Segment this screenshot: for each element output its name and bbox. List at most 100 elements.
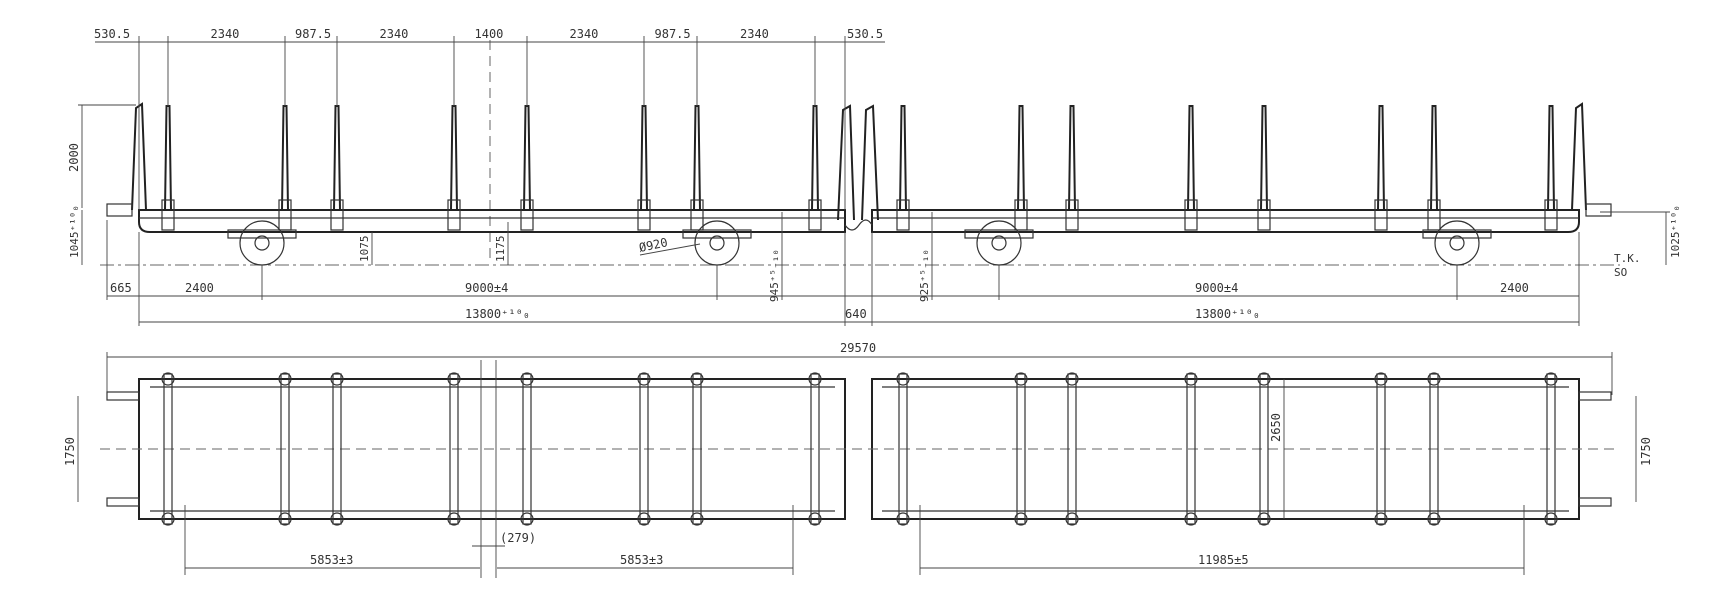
cross-member (1016, 373, 1026, 525)
stake (450, 105, 458, 211)
stake-pocket (896, 199, 910, 231)
cross-member (639, 373, 649, 525)
stake (811, 105, 819, 211)
buffer-left-top (106, 391, 140, 401)
bogie-frame (682, 229, 752, 239)
cross-member (1186, 373, 1196, 525)
stake (693, 105, 701, 211)
coupling (844, 219, 873, 231)
dim-label-1175: 1175 (494, 236, 507, 263)
stake-base-top (637, 372, 651, 386)
top-dim-label: 530.5 (94, 27, 130, 41)
dim-label-5853-left: 5853±3 (310, 553, 353, 567)
right-buffer (1585, 203, 1612, 217)
stake-base-top (520, 372, 534, 386)
stake-pocket (520, 199, 534, 231)
dim-label-2400-right: 2400 (1500, 281, 1529, 295)
dim-label-665: 665 (110, 281, 132, 295)
stake-pocket (1014, 199, 1028, 231)
right-car-frame (871, 209, 1580, 233)
stake-base-top (690, 372, 704, 386)
dim-label-1025: 1025⁺¹⁰₀ (1669, 205, 1682, 258)
wheel (1434, 220, 1480, 266)
dim-label-2400-left: 2400 (185, 281, 214, 295)
right-end-wall (1571, 102, 1587, 211)
wheel (976, 220, 1022, 266)
cross-member (810, 373, 820, 525)
wheel (239, 220, 285, 266)
stake (1547, 105, 1555, 211)
cross-member (1429, 373, 1439, 525)
axle-box (709, 235, 725, 251)
dim-label-13800-left: 13800⁺¹⁰₀ (465, 307, 530, 321)
stake (1187, 105, 1195, 211)
stake-base-top (330, 372, 344, 386)
buffer-right-top (1578, 391, 1612, 401)
stake-pocket (1374, 199, 1388, 231)
stake-base-bottom (896, 512, 910, 526)
dim-label-945: 945⁺⁵₋₁₀ (768, 249, 781, 302)
stake-base-top (1065, 372, 1079, 386)
stake (1068, 105, 1076, 211)
dim-label-5853-right: 5853±3 (620, 553, 663, 567)
stake (1017, 105, 1025, 211)
cross-member (163, 373, 173, 525)
cross-member (1067, 373, 1077, 525)
cross-member (1259, 373, 1269, 525)
buffer-left-bottom (106, 497, 140, 507)
dim-label-279: (279) (500, 531, 536, 545)
stake-base-top (447, 372, 461, 386)
stake-base-top (278, 372, 292, 386)
stake (281, 105, 289, 211)
plan-view: 29570 1750 1750 2650 5853±3 (279) 5853±3 (63, 341, 1653, 578)
dim-label-925: 925⁺⁵₋₁₀ (918, 249, 931, 302)
top-dim-label: 530.5 (847, 27, 883, 41)
stake-pocket (447, 199, 461, 231)
cross-member (449, 373, 459, 525)
cross-member (692, 373, 702, 525)
wheel-dia-leader (639, 243, 701, 256)
top-dim-label: 2340 (211, 27, 240, 41)
stake-pocket (808, 199, 822, 231)
dim-label-9000-left: 9000±4 (465, 281, 508, 295)
stake (523, 105, 531, 211)
stake-base-top (1014, 372, 1028, 386)
cross-member (522, 373, 532, 525)
dim-label-640: 640 (845, 307, 867, 321)
stake-pocket (330, 199, 344, 231)
top-dim-label: 987.5 (295, 27, 331, 41)
stake-base-bottom (278, 512, 292, 526)
stake-base-bottom (447, 512, 461, 526)
axle-box (991, 235, 1007, 251)
stake-base-top (896, 372, 910, 386)
stake-base-bottom (1014, 512, 1028, 526)
left-car-frame (138, 209, 846, 233)
stake-base-bottom (330, 512, 344, 526)
stake-base-bottom (1427, 512, 1441, 526)
stake (640, 105, 648, 211)
bogie-frame (964, 229, 1034, 239)
stake (164, 105, 172, 211)
stake-base-top (1374, 372, 1388, 386)
stake-base-bottom (520, 512, 534, 526)
stake-pocket (637, 199, 651, 231)
stake (1430, 105, 1438, 211)
stake-pocket (690, 199, 704, 231)
dim-label-1750-right: 1750 (1639, 437, 1653, 466)
dim-label-2000: 2000 (67, 143, 81, 172)
top-dim-label: 1400 (475, 27, 504, 41)
stake-base-bottom (1544, 512, 1558, 526)
stake-base-top (1257, 372, 1271, 386)
axle-box (1449, 235, 1465, 251)
stake-pocket (278, 199, 292, 231)
stake-pocket (1427, 199, 1441, 231)
cross-member (332, 373, 342, 525)
top-dim-label: 987.5 (655, 27, 691, 41)
dim-label-1750-left: 1750 (63, 437, 77, 466)
stake-pocket (161, 199, 175, 231)
dim-label-2650: 2650 (1269, 413, 1283, 442)
dim-label-29570: 29570 (840, 341, 876, 355)
stake-base-top (1427, 372, 1441, 386)
cross-member (898, 373, 908, 525)
